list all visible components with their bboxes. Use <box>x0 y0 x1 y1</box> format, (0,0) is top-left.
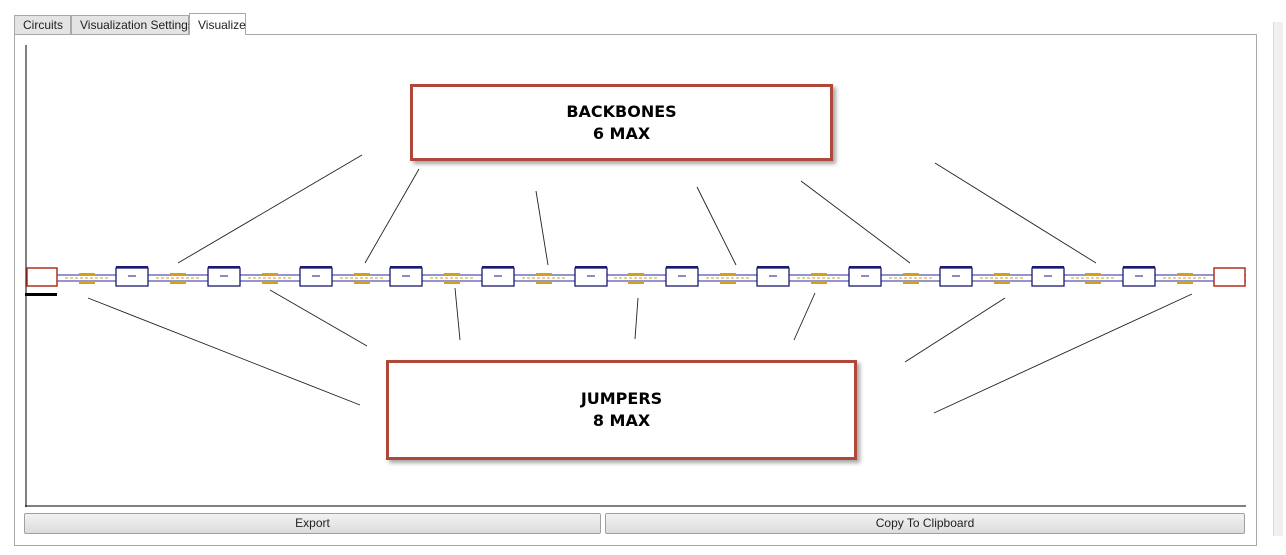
device-node-box <box>665 267 699 287</box>
device-node <box>115 266 149 287</box>
jumper-connector-top <box>444 273 460 276</box>
jumpers-callout-title: JUMPERS <box>580 389 663 408</box>
device-node <box>848 266 882 287</box>
device-node <box>389 266 423 287</box>
device-node-box <box>939 267 973 287</box>
jumper-connector-top <box>262 273 278 276</box>
jumper-connector-top <box>994 273 1010 276</box>
jumper-connector-top <box>628 273 644 276</box>
device-node <box>665 266 699 287</box>
jumper-connector-bottom <box>444 281 460 284</box>
jumper-connector-bottom <box>811 281 827 284</box>
callout-leader-line <box>933 293 1193 414</box>
tab-visualization-settings[interactable]: Visualization Settings <box>71 15 194 34</box>
device-node-top-bar <box>482 266 514 269</box>
callout-leader-line <box>793 292 816 341</box>
device-node-box <box>115 267 149 287</box>
circuit-diagram <box>25 45 1246 507</box>
tab-visualize[interactable]: Visualize <box>189 13 246 35</box>
jumper-connector-top <box>79 273 95 276</box>
callout-leader-line <box>87 297 361 406</box>
device-node-box <box>574 267 608 287</box>
jumper-connector-bottom <box>720 281 736 284</box>
device-node-box <box>389 267 423 287</box>
callout-leader-line <box>535 190 549 266</box>
backbones-callout: BACKBONES 6 MAX <box>410 84 833 161</box>
callout-leader-line <box>800 180 911 264</box>
device-node-box <box>1031 267 1065 287</box>
end-node-right <box>1213 267 1246 287</box>
jumper-connector-bottom <box>903 281 919 284</box>
jumper-connector-top <box>811 273 827 276</box>
device-node-top-bar <box>390 266 422 269</box>
device-node-box <box>1122 267 1156 287</box>
device-node-box <box>756 267 790 287</box>
callout-leader-line <box>364 168 420 264</box>
device-node-top-bar <box>1123 266 1155 269</box>
jumper-connector-top <box>720 273 736 276</box>
jumper-connector-top <box>1085 273 1101 276</box>
callout-leader-line <box>696 186 737 266</box>
device-node-top-bar <box>849 266 881 269</box>
tab-circuits[interactable]: Circuits <box>14 15 71 34</box>
device-node-box <box>207 267 241 287</box>
jumper-connector-bottom <box>536 281 552 284</box>
jumper-connector-bottom <box>170 281 186 284</box>
end-node-left-label-bar <box>25 293 57 296</box>
jumpers-callout-max: 8 MAX <box>592 411 651 430</box>
device-node <box>1031 266 1065 287</box>
device-node <box>939 266 973 287</box>
jumper-connector-bottom <box>354 281 370 284</box>
vertical-scrollbar[interactable] <box>1273 22 1283 536</box>
device-node-top-bar <box>757 266 789 269</box>
callout-leader-line <box>934 162 1097 264</box>
device-node <box>299 266 333 287</box>
callout-leader-line <box>634 297 639 340</box>
device-node-top-bar <box>666 266 698 269</box>
jumper-connector-bottom <box>1085 281 1101 284</box>
jumper-connector-bottom <box>262 281 278 284</box>
device-node-top-bar <box>940 266 972 269</box>
callout-leader-line <box>904 297 1006 363</box>
device-node-box <box>299 267 333 287</box>
jumper-connector-bottom <box>994 281 1010 284</box>
end-node-left <box>26 267 58 287</box>
device-node-box <box>481 267 515 287</box>
device-node-top-bar <box>575 266 607 269</box>
device-node <box>481 266 515 287</box>
backbones-callout-max: 6 MAX <box>592 123 651 143</box>
visualization-canvas[interactable] <box>25 45 1246 507</box>
device-node <box>756 266 790 287</box>
device-node <box>574 266 608 287</box>
device-node-top-bar <box>116 266 148 269</box>
callout-leader-line <box>177 154 363 264</box>
jumpers-callout: JUMPERS 8 MAX <box>386 360 857 460</box>
device-node-top-bar <box>208 266 240 269</box>
export-button[interactable]: Export <box>24 513 601 534</box>
device-node-top-bar <box>1032 266 1064 269</box>
jumper-connector-top <box>536 273 552 276</box>
device-node <box>1122 266 1156 287</box>
device-node <box>207 266 241 287</box>
device-node-box <box>848 267 882 287</box>
backbones-callout-title: BACKBONES <box>566 101 677 121</box>
device-node-top-bar <box>300 266 332 269</box>
callout-leader-line <box>454 287 461 341</box>
jumper-connector-top <box>170 273 186 276</box>
jumper-connector-top <box>354 273 370 276</box>
jumper-connector-bottom <box>79 281 95 284</box>
jumper-connector-bottom <box>1177 281 1193 284</box>
jumper-connector-top <box>903 273 919 276</box>
jumper-connector-top <box>1177 273 1193 276</box>
callout-leader-line <box>269 289 368 347</box>
copy-to-clipboard-button[interactable]: Copy To Clipboard <box>605 513 1245 534</box>
jumper-connector-bottom <box>628 281 644 284</box>
